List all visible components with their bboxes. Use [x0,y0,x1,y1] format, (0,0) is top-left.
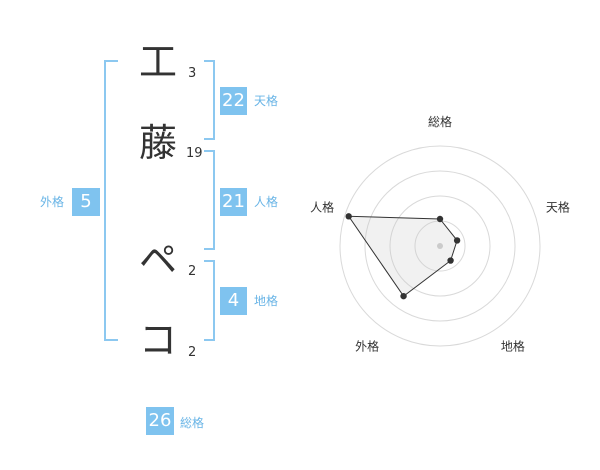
chikaku-bracket [204,260,215,341]
chikaku-value: 4 [220,287,247,315]
name-char-4: コ [138,318,177,362]
name-char-1: 工 [138,40,177,84]
radar-point-2 [453,237,461,244]
tenkaku-value: 22 [220,87,247,115]
name-char-2: 藤 [138,121,177,165]
radar-polygon [347,215,458,297]
tenkaku-label: 天格 [254,94,279,108]
soukaku-value: 26 [146,407,174,435]
radar-point-5 [345,213,352,220]
radar-point-1 [436,215,444,223]
stroke-count-2: 19 [186,146,203,161]
radar-ring-4 [339,145,541,347]
jinkaku-bracket [204,150,215,250]
stroke-count-4: 2 [188,345,197,360]
soukaku-label: 総格 [180,416,205,430]
gaikaku-bracket [104,60,118,341]
radar-center-dot [437,243,443,249]
radar-axis-label-2: 天格 [546,200,570,215]
radar-axis-label-3: 地格 [501,338,525,353]
jinkaku-value: 21 [220,188,247,216]
radar-ring-2 [389,195,491,297]
radar-axis-label-5: 人格 [310,200,334,215]
radar-ring-3 [364,170,516,322]
radar-point-3 [447,257,454,264]
radar-point-4 [400,292,407,300]
stroke-count-3: 2 [188,264,197,279]
tenkaku-bracket [204,60,215,140]
name-char-3: ペ [138,238,177,282]
chikaku-label: 地格 [254,294,279,308]
jinkaku-label: 人格 [254,195,279,209]
gaikaku-label: 外格 [40,195,65,209]
stroke-count-1: 3 [188,66,197,81]
radar-axis-label-4: 外格 [355,338,379,353]
gaikaku-value: 5 [72,188,100,216]
radar-axis-label-1: 総格 [428,114,452,129]
